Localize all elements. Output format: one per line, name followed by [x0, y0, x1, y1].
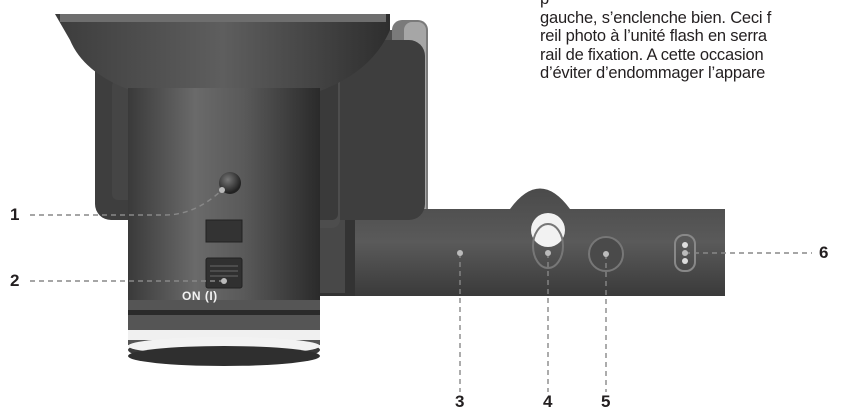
- reflector: [55, 14, 390, 108]
- callout-1: 1: [10, 205, 20, 224]
- hot-shoe-screw: [531, 213, 565, 269]
- callout-4: 4: [543, 392, 553, 411]
- paragraph-line: rail de fixation. A cette occasion: [540, 45, 764, 64]
- callout-6: 6: [819, 243, 829, 262]
- callout-3: 3: [455, 392, 465, 411]
- leader-lines: [30, 189, 812, 392]
- callout-5: 5: [601, 392, 611, 411]
- power-switch: [205, 257, 243, 289]
- paragraph-line: reil photo à l’unité flash en serra: [540, 27, 767, 45]
- callout-2: 2: [10, 271, 20, 290]
- paragraph-line: d’éviter d’endommager l’appare: [540, 64, 766, 82]
- paragraph-line: gauche, s’enclenche bien. Ceci f: [540, 8, 772, 27]
- indicator-window: [205, 219, 243, 243]
- switch-label: ON (I): [182, 289, 218, 303]
- paragraph-line: p: [540, 0, 842, 9]
- body-paragraph: p gauche, s’enclenche bien. Ceci f reil …: [540, 0, 842, 120]
- leader-dots: [219, 187, 688, 284]
